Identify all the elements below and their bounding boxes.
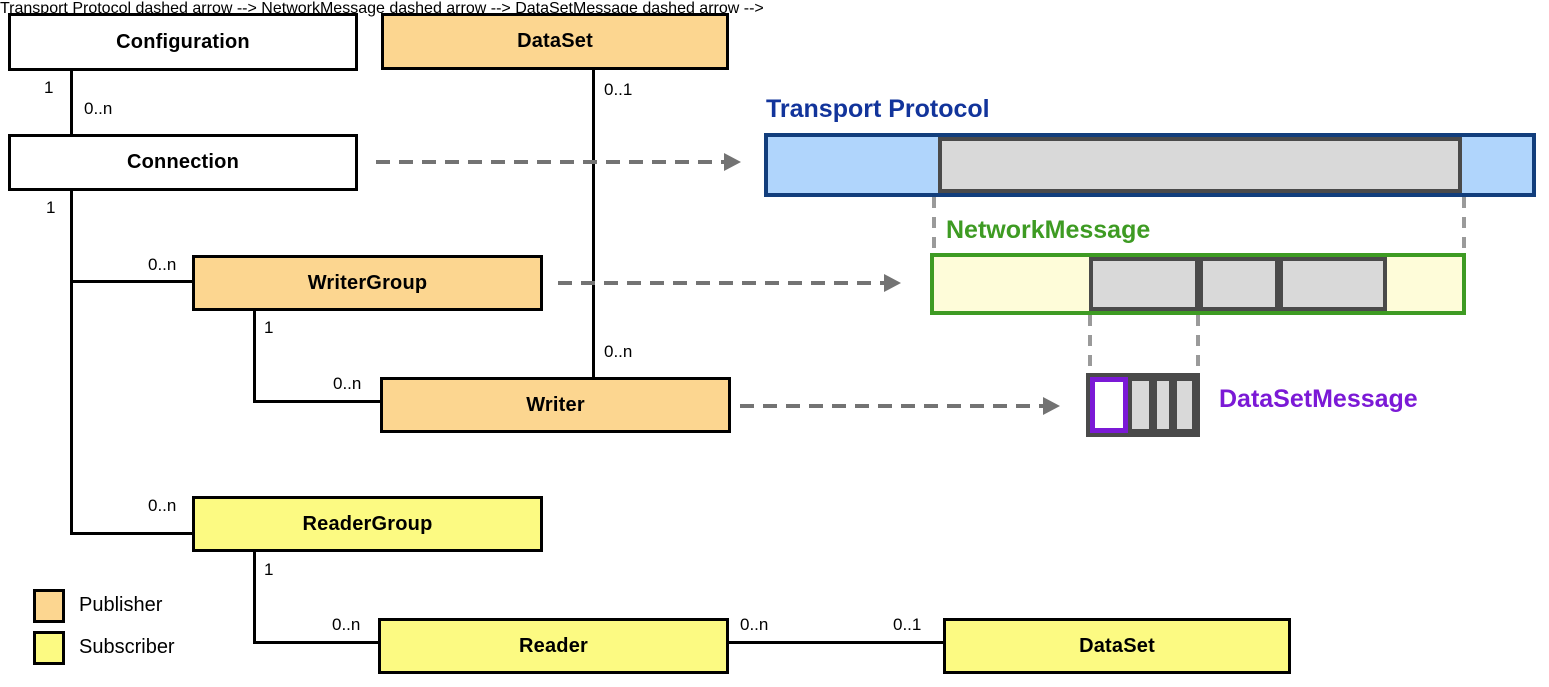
edge-connection-spine [70,190,73,535]
class-box-writergroup[interactable]: WriterGroup [192,255,543,311]
class-label-dataset-publisher: DataSet [517,30,593,52]
class-label-reader: Reader [518,634,588,657]
class-box-readergroup[interactable]: ReaderGroup [192,496,543,552]
class-box-writer[interactable]: Writer [380,377,731,433]
class-label-dataset-subscriber: DataSet [1079,634,1155,657]
multiplicity-connection-down: 1 [46,198,56,217]
class-box-dataset-publisher[interactable]: DataSet [381,13,729,70]
multiplicity-readergroup-reader-source: 1 [264,560,274,579]
multiplicity-writergroup-writer-target: 0..n [333,374,362,393]
multiplicity-configuration-connection-target: 0..n [84,99,113,118]
legend-label-publisher: Publisher [79,594,163,616]
multiplicity-reader-dataset-target: 0..1 [893,615,922,634]
class-box-connection[interactable]: Connection [8,134,358,191]
class-box-dataset-subscriber[interactable]: DataSet [943,618,1291,674]
class-label-writergroup: WriterGroup [307,271,428,294]
edge-configuration-connection [70,69,73,137]
class-label-readergroup: ReaderGroup [302,512,433,535]
edge-dataset-writer [592,69,595,379]
legend-swatch-subscriber [33,631,65,665]
dashed-arrow-connection-to-transport [376,153,741,171]
class-label-connection: Connection [127,151,239,173]
class-label-configuration: Configuration [116,30,250,53]
multiplicity-dataset-writer-source: 0..1 [604,80,633,99]
dataset-cell-field-2 [1153,377,1173,433]
dataset-cell-field-3 [1173,377,1196,433]
multiplicity-connection-readergroup: 0..n [148,496,177,515]
dashed-arrow-writergroup-to-networkmessage [558,274,901,292]
message-frame-dataset-message[interactable] [1086,373,1200,437]
message-title-network-message: NetworkMessage [946,216,1151,244]
guide-transport-to-network-left [932,197,936,254]
dataset-cell-header [1090,377,1128,433]
multiplicity-dataset-writer-target: 0..n [604,342,633,361]
class-box-reader[interactable]: Reader [378,618,729,674]
edge-reader-dataset [729,641,945,644]
guide-network-to-dataset-left [1088,315,1092,375]
message-title-dataset-message: DataSetMessage [1219,385,1418,413]
multiplicity-reader-dataset-source: 0..n [740,615,769,634]
dataset-cell-field-1 [1128,377,1153,433]
network-cell-datasetmessage-3 [1279,257,1387,311]
class-label-writer: Writer [526,393,585,416]
edge-connection-readergroup [70,532,195,535]
message-title-transport-protocol: Transport Protocol [766,95,990,123]
network-cell-datasetmessage-2 [1199,257,1279,311]
network-cell-datasetmessage-1 [1089,257,1199,311]
message-frame-transport-protocol[interactable] [764,133,1536,197]
edge-writergroup-writer-horizontal [253,400,383,403]
edge-readergroup-reader-horizontal [253,641,381,644]
multiplicity-configuration-connection-source: 1 [44,78,54,97]
multiplicity-readergroup-reader-target: 0..n [332,615,361,634]
multiplicity-writergroup-writer-source: 1 [264,318,274,337]
class-box-configuration[interactable]: Configuration [8,13,358,71]
edge-writergroup-writer-vertical [253,309,256,403]
legend-label-subscriber: Subscriber [79,636,175,658]
edge-readergroup-reader-vertical [253,550,256,644]
transport-cell-header [768,137,938,193]
network-cell-trailer [1387,257,1462,311]
dashed-arrow-writer-to-datasetmessage [740,397,1060,415]
network-cell-header [934,257,1089,311]
message-frame-network-message[interactable] [930,253,1466,315]
multiplicity-connection-writergroup: 0..n [148,255,177,274]
edge-connection-writergroup [70,280,195,283]
transport-cell-payload [938,137,1462,193]
guide-transport-to-network-right [1462,197,1466,254]
transport-cell-trailer [1462,137,1532,193]
guide-network-to-dataset-right [1196,315,1200,375]
legend-swatch-publisher [33,589,65,623]
